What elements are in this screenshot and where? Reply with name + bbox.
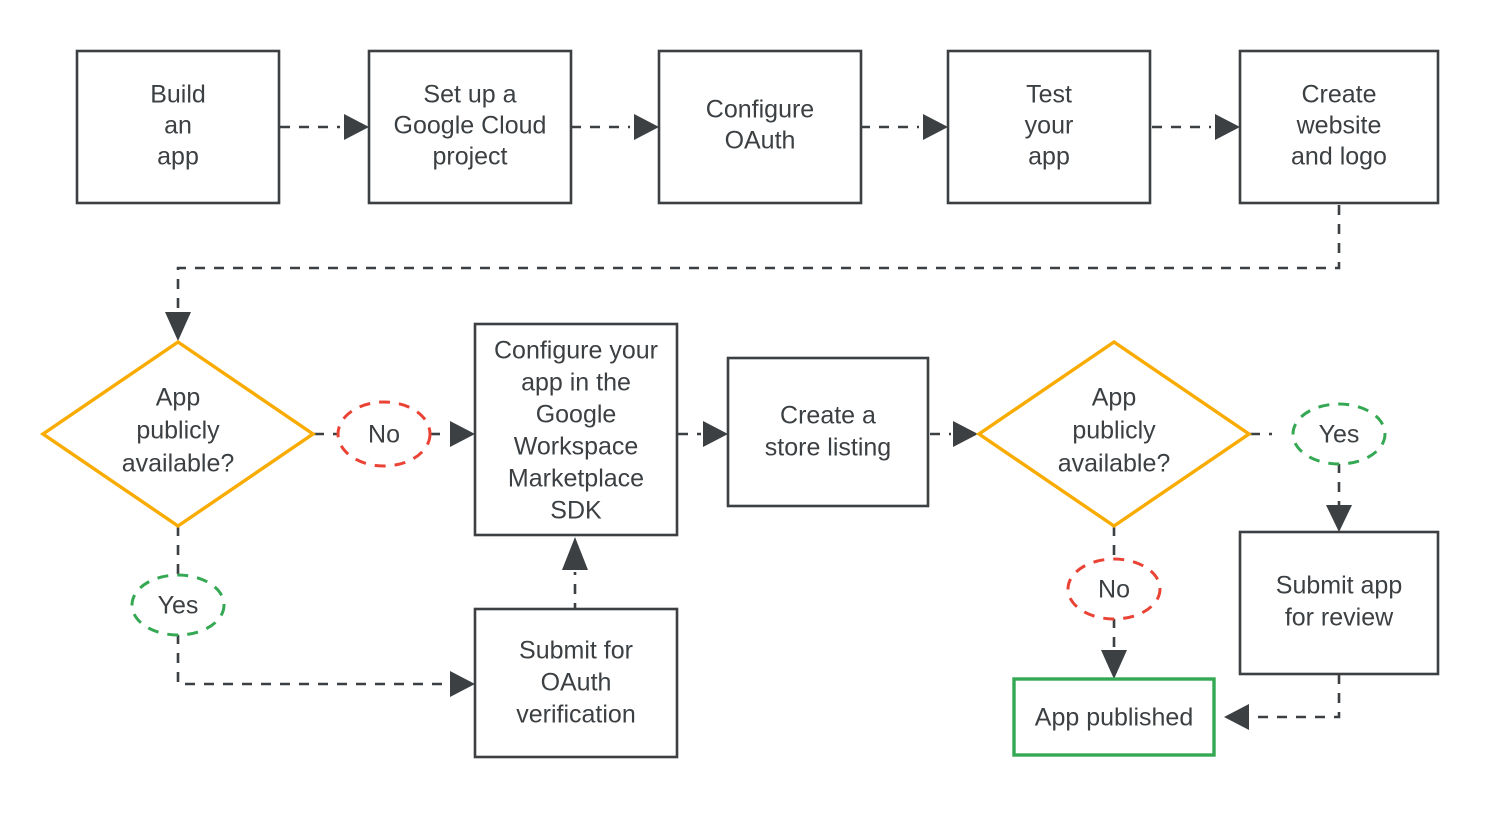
node-test-your-app[interactable]: Test your app [946,49,1152,205]
node-shape-rect [1238,530,1440,676]
node-shape-rect [473,607,679,759]
edge-label-decision-1-no: No [336,400,432,468]
node-shape-diamond [975,339,1253,529]
node-label-line: App [156,384,200,412]
no-badge-ellipse [1066,557,1162,621]
node-label-line: store listing [765,434,891,462]
node-label-line: SDK [550,497,602,525]
node-label-line: OAuth [541,669,612,697]
node-label-line: Google [536,401,617,429]
arrowhead-store-listing-to-decision2 [953,421,978,447]
node-label-line: website [1296,112,1382,140]
node-label-line: app [157,143,199,171]
arrowhead-build-to-cloud [344,114,369,140]
node-label-line: Create a [780,402,876,430]
yes-badge-label: Yes [1319,421,1360,449]
node-label-line: for review [1285,604,1394,632]
node-label-line: Configure [706,96,814,124]
arrowhead-submit-review-to-app-published [1224,704,1249,730]
node-label-line: Set up a [423,81,516,109]
node-build-an-app[interactable]: Build an app [75,49,281,205]
yes-badge-label: Yes [158,592,199,620]
node-set-up-google-cloud[interactable]: Set up a Google Cloud project [367,49,573,205]
node-label-line: Build [150,81,206,109]
node-shape-rect [1012,677,1216,757]
node-label-line: Configure your [494,337,658,365]
node-submit-oauth-verification[interactable]: Submit for OAuth verification [473,607,679,759]
node-label-line: Create [1301,81,1376,109]
node-label-line: publicly [136,417,220,445]
no-badge-ellipse [336,400,432,468]
no-badge-label: No [1098,576,1130,604]
arrowhead-sdk-to-store-listing [703,421,728,447]
arrowhead-test-to-website [1215,114,1240,140]
node-label-line: available? [122,450,235,478]
node-label-line: app [1028,143,1070,171]
node-label-line: Test [1026,81,1072,109]
edge-label-decision-2-yes: Yes [1291,402,1387,466]
edge-submit-review-to-app-published [1251,674,1341,719]
node-submit-app-for-review[interactable]: Submit app for review [1238,530,1440,676]
node-label-line: App [1092,384,1136,412]
node-shape-rect [473,322,679,537]
arrowhead-no-to-app-published [1101,650,1127,679]
arrowhead-yes-to-oauth-verification [450,671,475,697]
node-label-line: and logo [1291,143,1387,171]
edge-website-to-decision1 [176,205,1341,311]
edge-label-decision-1-yes: Yes [130,573,226,637]
edge-yes-label-to-oauth-verification [176,634,448,686]
arrowhead-yes-to-submit-review [1326,505,1352,532]
arrowhead-decision1-no-to-sdk [450,421,475,447]
node-shape-rect [946,49,1152,205]
arrowhead-cloud-to-oauth [634,114,659,140]
node-app-publicly-available-2[interactable]: App publicly available? [975,339,1253,529]
node-shape-rect [1238,49,1440,205]
yes-badge-ellipse [130,573,226,637]
node-label-line: Workspace [514,433,639,461]
node-label-line: App published [1035,704,1193,732]
node-label-line: app in the [521,369,631,397]
node-label-line: your [1025,112,1074,140]
node-shape-rect [367,49,573,205]
node-shape-rect [75,49,281,205]
node-configure-oauth[interactable]: Configure OAuth [657,49,863,205]
node-label-line: Google Cloud [394,112,547,140]
node-app-publicly-available-1[interactable]: App publicly available? [39,339,317,529]
node-label-line: Submit for [519,637,633,665]
node-shape-rect [657,49,863,205]
node-shape-diamond [39,339,317,529]
node-create-store-listing[interactable]: Create a store listing [726,356,930,508]
node-label-line: verification [516,701,636,729]
node-label-line: OAuth [725,127,796,155]
node-label-line: publicly [1072,417,1156,445]
no-badge-label: No [368,421,400,449]
arrowhead-website-to-decision1 [165,312,191,341]
node-create-website-and-logo[interactable]: Create website and logo [1238,49,1440,205]
node-label-line: Submit app [1276,572,1402,600]
node-shape-rect [726,356,930,508]
node-label-line: project [432,143,507,171]
yes-badge-ellipse [1291,402,1387,466]
node-label-line: an [164,112,192,140]
node-app-published[interactable]: App published [1012,677,1216,757]
arrowhead-oauth-verification-to-sdk [562,537,588,570]
node-configure-app-sdk[interactable]: Configure your app in the Google Workspa… [473,322,679,537]
node-label-line: Marketplace [508,465,644,493]
arrowhead-oauth-to-test [923,114,948,140]
node-label-line: available? [1058,450,1171,478]
edge-label-decision-2-no: No [1066,557,1162,621]
